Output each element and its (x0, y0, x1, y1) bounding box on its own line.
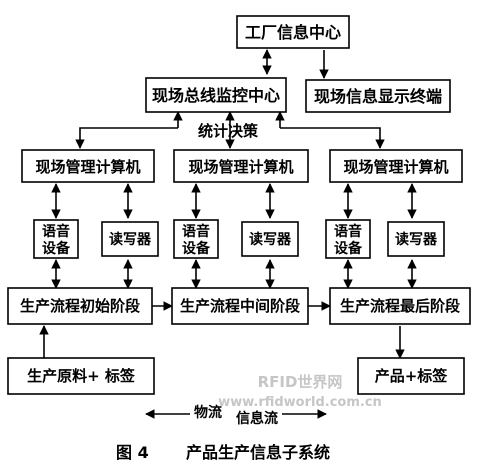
node-computer-2: 现场管理计算机 (173, 149, 309, 183)
figure-number: 图 4 (116, 443, 149, 462)
svg-text:读写器: 读写器 (395, 231, 438, 248)
svg-text:现场信息显示终端: 现场信息显示终端 (314, 87, 442, 106)
arrow-bus-computer3 (280, 127, 385, 149)
svg-text:现场管理计算机: 现场管理计算机 (343, 158, 448, 176)
svg-text:语音: 语音 (334, 223, 362, 240)
node-voice-device-1: 语音 设备 (33, 219, 79, 259)
svg-text:读写器: 读写器 (109, 231, 152, 248)
svg-text:设备: 设备 (334, 240, 363, 257)
svg-text:设备: 设备 (182, 240, 211, 257)
svg-text:生产流程中间阶段: 生产流程中间阶段 (180, 297, 300, 315)
svg-text:语音: 语音 (182, 223, 210, 240)
svg-text:生产流程初始阶段: 生产流程初始阶段 (20, 297, 140, 315)
svg-text:设备: 设备 (42, 240, 71, 257)
node-factory-center: 工厂信息中心 (236, 15, 350, 49)
svg-text:产品+标签: 产品+标签 (375, 367, 449, 385)
node-raw-material: 生产原料+ 标签 (7, 357, 155, 395)
node-computer-1: 现场管理计算机 (21, 149, 155, 183)
label-stats-decision: 统计决策 (198, 122, 259, 140)
node-reader-2: 读写器 (241, 221, 299, 257)
svg-text:现场管理计算机: 现场管理计算机 (188, 158, 293, 176)
node-computer-3: 现场管理计算机 (329, 149, 463, 183)
connectors (39, 49, 417, 419)
svg-text:读写器: 读写器 (249, 231, 292, 248)
node-stage-middle: 生产流程中间阶段 (171, 287, 309, 325)
node-product-label: 产品+标签 (357, 357, 465, 395)
node-display-terminal: 现场信息显示终端 (305, 79, 451, 113)
watermark-title: RFID世界网 (258, 373, 343, 391)
node-voice-device-3: 语音 设备 (325, 219, 371, 259)
legend-material-label: 物流 (194, 404, 222, 421)
node-stage-final: 生产流程最后阶段 (329, 287, 471, 325)
node-voice-device-2: 语音 设备 (173, 219, 219, 259)
svg-text:生产原料+ 标签: 生产原料+ 标签 (27, 367, 136, 385)
node-reader-3: 读写器 (387, 221, 445, 257)
svg-text:现场管理计算机: 现场管理计算机 (35, 158, 140, 176)
svg-text:工厂信息中心: 工厂信息中心 (245, 23, 341, 42)
node-reader-1: 读写器 (101, 221, 159, 257)
node-bus-monitor: 现场总线监控中心 (145, 77, 287, 113)
legend-info-label: 信息流 (236, 410, 278, 427)
svg-text:现场总线监控中心: 现场总线监控中心 (152, 86, 280, 105)
svg-text:语音: 语音 (42, 223, 70, 240)
arrow-bus-computer1 (75, 127, 178, 149)
svg-text:生产流程最后阶段: 生产流程最后阶段 (340, 297, 460, 315)
node-stage-start: 生产流程初始阶段 (7, 287, 153, 325)
figure-title: 产品生产信息子系统 (186, 443, 330, 462)
watermark-url: www.rfidworld.com.cn (218, 395, 382, 410)
